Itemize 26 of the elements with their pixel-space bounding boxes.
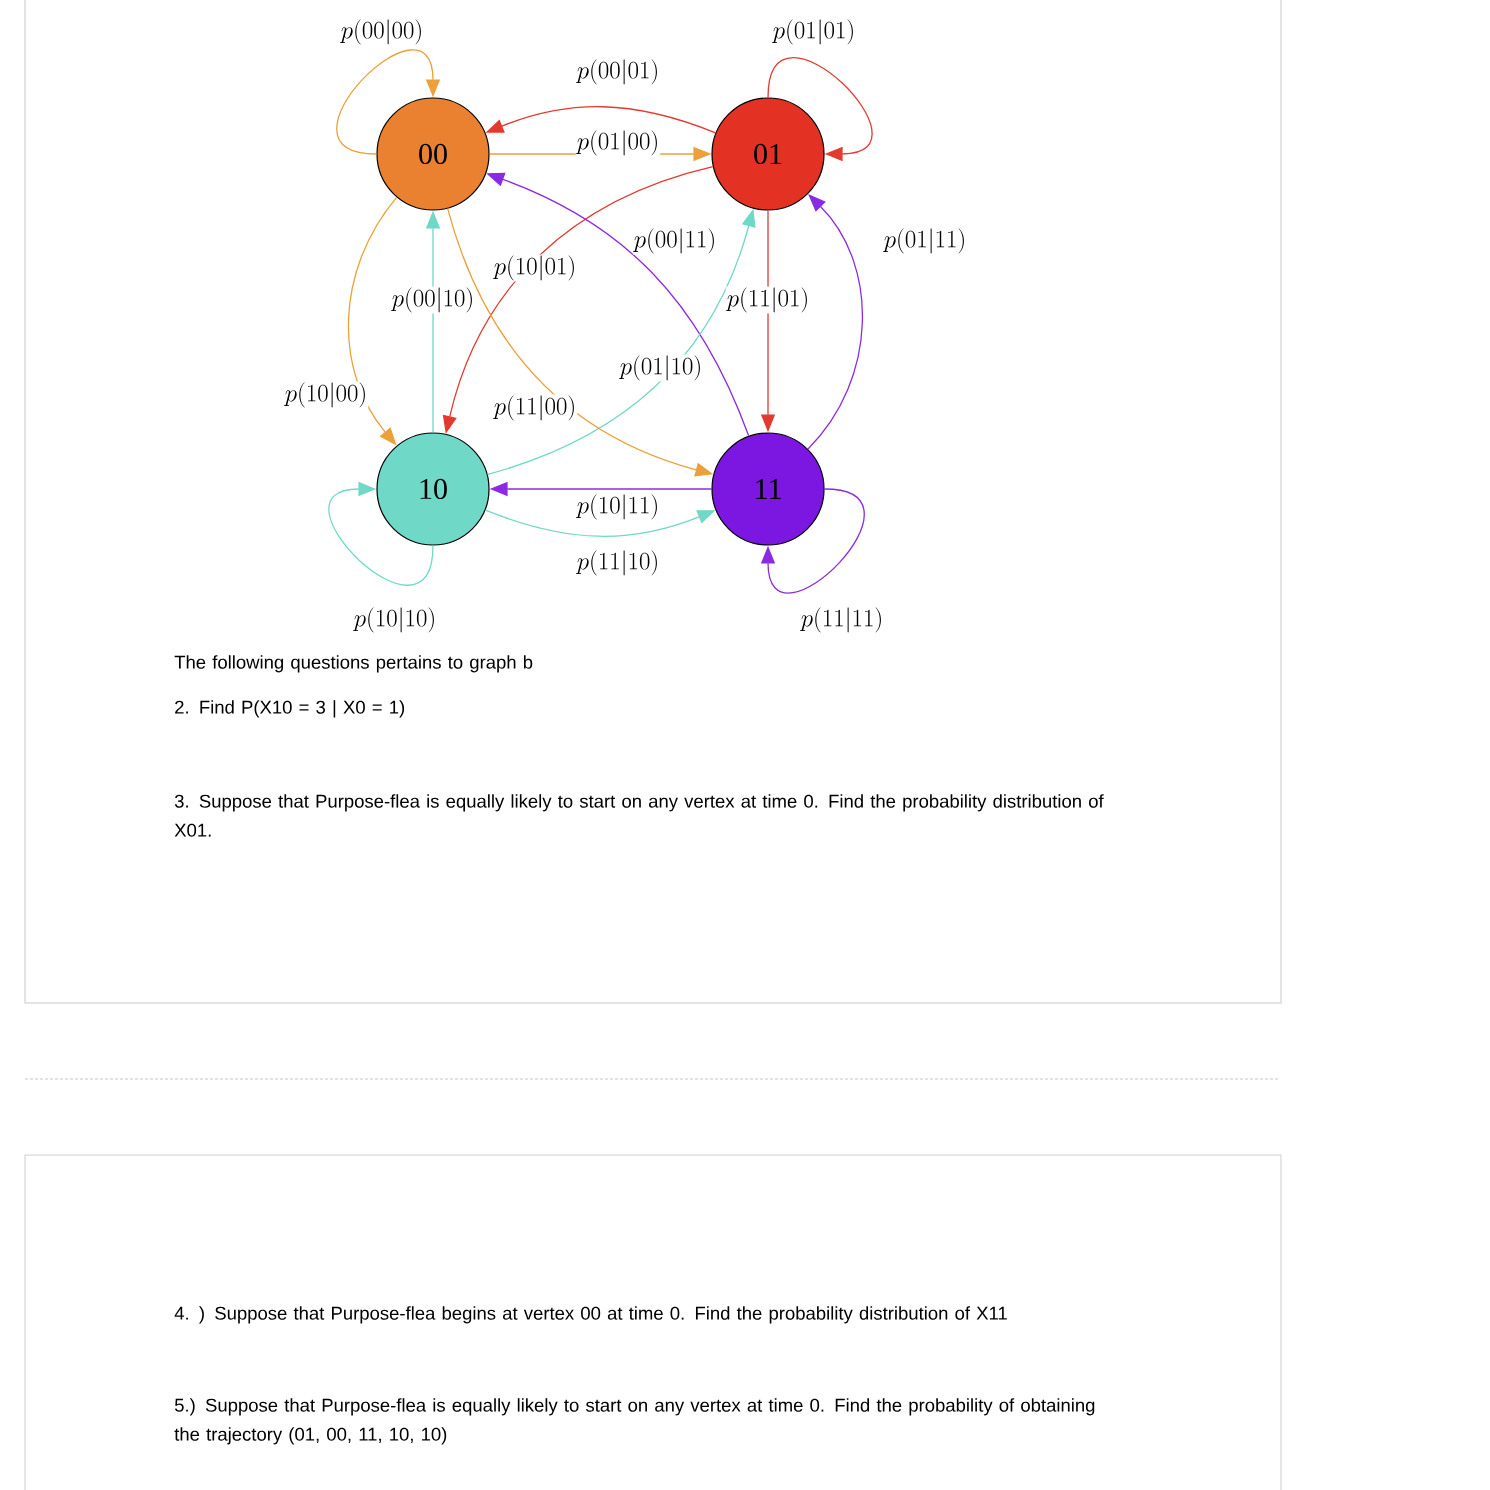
edge-label: $p(01|01)$ bbox=[771, 18, 857, 46]
question-text: 4. ) Suppose that Purpose-flea begins at vertex 00 at time 0. Find the probability distribution of X11 bbox=[174, 1306, 1007, 1324]
arrow bbox=[807, 194, 863, 450]
edge-label: $p(00|00)$ bbox=[339, 18, 425, 46]
edge-label: $p(10|01)$ bbox=[492, 254, 578, 282]
edge-label: $p(00|10)$ bbox=[390, 286, 476, 314]
loop-arrow bbox=[328, 481, 434, 586]
edge-label: $p(00|11)$ bbox=[632, 227, 718, 255]
edge-label: $p(10|00)$ bbox=[283, 381, 369, 409]
edge-label: $p(00|01)$ bbox=[575, 58, 661, 86]
edge-label: $p(01|11)$ bbox=[882, 227, 968, 255]
loop-arrow bbox=[336, 49, 441, 155]
question-text: 3. Suppose that Purpose-flea is equally likely to start on any vertex at time 0. Find the probability distribution of X01. bbox=[174, 794, 1104, 837]
edge-label: $p(11|00)$ bbox=[492, 394, 578, 422]
question-text: 5.) Suppose that Purpose-flea is equally likely to start on any vertex at time 0. Find the probability of obtaining the trajectory (01, 00, 11, 10, 10) bbox=[174, 1398, 1095, 1445]
loop-arrow bbox=[767, 57, 873, 162]
question-text: The following questions pertains to graph b bbox=[174, 655, 533, 673]
edge-label: $p(11|01)$ bbox=[725, 286, 811, 314]
edge-label: $p(10|11)$ bbox=[575, 493, 661, 521]
question-text: 2. Find P(X10 = 3 | X0 = 1) bbox=[175, 700, 405, 718]
edge-label: $p(01|00)$ bbox=[575, 129, 661, 157]
loop-arrow bbox=[760, 488, 865, 594]
edge-label: $p(10|10)$ bbox=[352, 606, 438, 634]
edge-label: $p(01|10)$ bbox=[618, 354, 704, 382]
edge-label: $p(11|10)$ bbox=[575, 549, 661, 577]
edge-label: $p(11|11)$ bbox=[799, 606, 885, 634]
